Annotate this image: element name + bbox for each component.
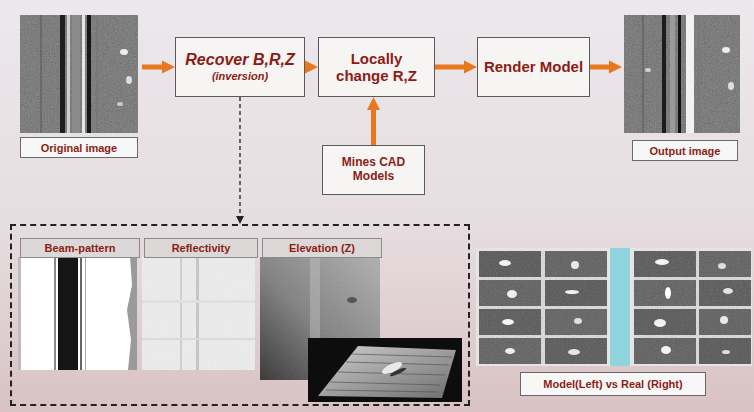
box-label: Render Model	[484, 58, 583, 75]
caption-box: Model(Left) vs Real (Right)	[520, 372, 706, 396]
beam-pattern-image	[18, 257, 137, 370]
seabed-render	[308, 338, 462, 402]
panel-header: Beam-pattern	[20, 238, 140, 258]
image-panel: Original image	[18, 13, 142, 158]
caption-text: Output image	[632, 140, 738, 161]
process-box: Recover B,R,Z(inversion)	[175, 37, 305, 97]
flow-arrow	[590, 65, 609, 70]
caption-text: Original image	[20, 137, 138, 158]
box-label: Locally change R,Z	[324, 50, 429, 85]
process-box: Locally change R,Z	[318, 37, 435, 97]
box-label: Recover B,R,Z	[185, 51, 294, 69]
map-panel: Beam-pattern	[20, 238, 140, 372]
box-label: (inversion)	[212, 70, 268, 83]
image-panel: Output image	[622, 13, 742, 161]
flow-arrow	[435, 65, 464, 70]
reflectivity-image	[142, 257, 255, 370]
sonar-image	[20, 15, 138, 133]
map-panel: Elevation (Z)	[262, 238, 382, 372]
comparison-grid	[476, 248, 752, 366]
box-label: Mines CAD Models	[328, 156, 419, 184]
flow-arrow	[142, 65, 162, 70]
process-box: Mines CAD Models	[322, 145, 425, 195]
process-box: Render Model	[477, 37, 590, 97]
map-panel: Reflectivity	[144, 238, 258, 372]
sonar-image	[624, 15, 740, 133]
flow-arrow	[371, 110, 376, 145]
caption-text: Model(Left) vs Real (Right)	[543, 378, 682, 390]
panel-header: Elevation (Z)	[262, 238, 382, 258]
dashed-group: Beam-patternReflectivityElevation (Z)	[10, 224, 470, 406]
dashed-connector	[239, 97, 240, 216]
panel-header: Reflectivity	[144, 238, 258, 258]
